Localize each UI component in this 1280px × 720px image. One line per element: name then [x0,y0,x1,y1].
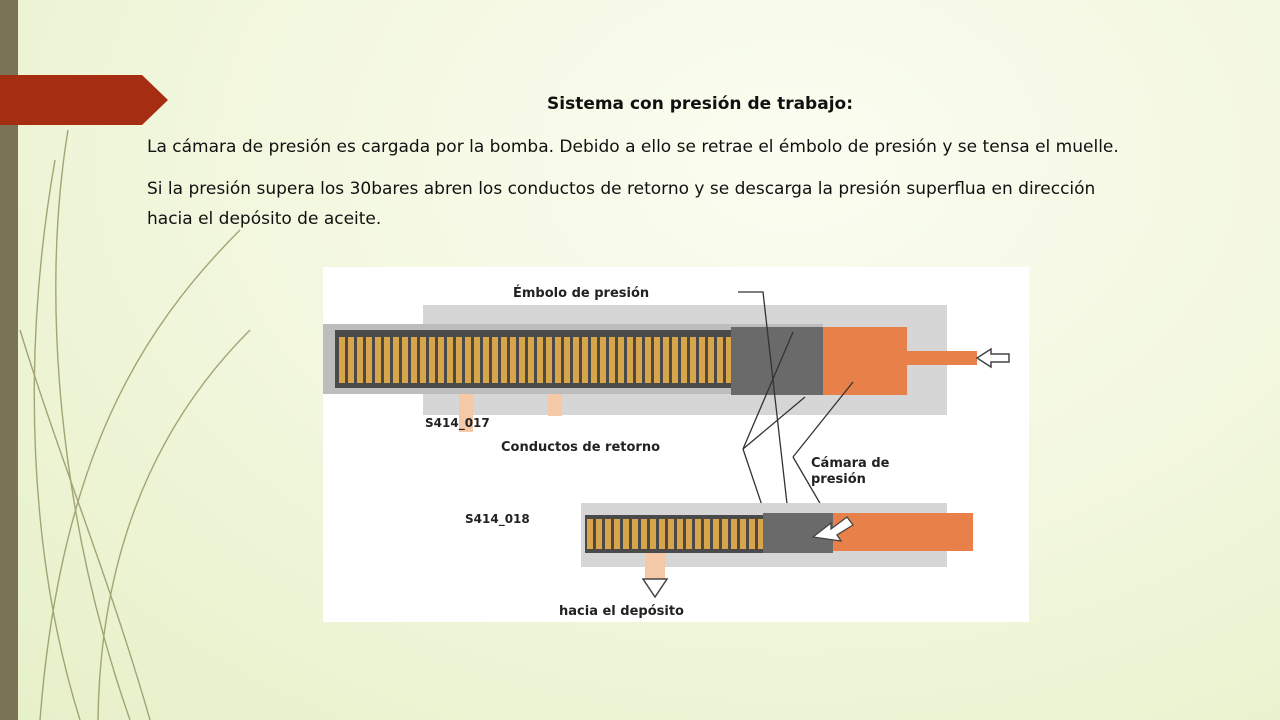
spring-coil [483,337,489,383]
spring-coil [438,337,444,383]
spring-coil [339,337,345,383]
spring-coil [587,519,593,549]
spring-coil [695,519,701,549]
spring-coil [645,337,651,383]
outlet-arrow [641,578,669,599]
upper-pressure-chamber [823,327,907,395]
spring-coil [632,519,638,549]
paragraph-2-line-1: Si la presión supera los 30bares abren l… [147,179,1096,199]
valve-diagram: Émbolo de presión S414_017 Conductos de … [323,267,1029,622]
label-code-2: S414_018 [465,512,530,527]
spring-coil [740,519,746,549]
spring-coil [420,337,426,383]
left-accent-bar [0,0,18,720]
spring-coil [537,337,543,383]
spring-coil [600,337,606,383]
spring-coil [519,337,525,383]
spring-coil [659,519,665,549]
label-camara-1: Cámara de [811,456,890,471]
label-deposito: hacia el depósito [559,604,684,619]
label-camara-2: presión [811,472,866,487]
upper-return-channel [459,394,473,432]
spring-coil [402,337,408,383]
spring-coil [605,519,611,549]
spring-coil [564,337,570,383]
spring-coil [668,519,674,549]
spring-coil [501,337,507,383]
label-code-1: S414_017 [425,416,490,431]
upper-spring-coils [339,337,732,383]
spring-coil [528,337,534,383]
spring-coil [614,519,620,549]
paragraph-2: Si la presión supera los 30bares abren l… [147,174,1237,234]
spring-coil [375,337,381,383]
spring-coil [582,337,588,383]
spring-coil [677,519,683,549]
spring-coil [641,519,647,549]
title-accent-banner [0,75,168,125]
decorative-curves [19,129,251,720]
spring-coil [393,337,399,383]
spring-coil [492,337,498,383]
spring-coil [357,337,363,383]
upper-inlet-channel [907,351,977,365]
spring-coil [731,519,737,549]
paragraph-2-line-2: hacia el depósito de aceite. [147,209,382,229]
lower-spring-coils [587,519,764,549]
lower-pressure-chamber [833,513,973,551]
spring-coil [465,337,471,383]
spring-coil [627,337,633,383]
inlet-arrow [975,347,1010,369]
spring-coil [672,337,678,383]
spring-coil [722,519,728,549]
spring-coil [591,337,597,383]
label-embolo: Émbolo de presión [513,285,649,301]
spring-coil [663,337,669,383]
spring-coil [411,337,417,383]
spring-coil [474,337,480,383]
spring-coil [636,337,642,383]
spring-coil [456,337,462,383]
upper-return-channel-2 [548,394,562,416]
spring-coil [555,337,561,383]
spring-coil [708,337,714,383]
spring-coil [447,337,453,383]
lower-chamber-arrow [811,516,854,542]
spring-coil [690,337,696,383]
spring-coil [681,337,687,383]
spring-coil [609,337,615,383]
spring-coil [704,519,710,549]
spring-coil [654,337,660,383]
spring-coil [596,519,602,549]
spring-coil [758,519,764,549]
spring-coil [726,337,732,383]
upper-piston [731,327,823,395]
spring-coil [573,337,579,383]
spring-coil [510,337,516,383]
spring-coil [429,337,435,383]
label-conductos: Conductos de retorno [501,440,660,455]
spring-coil [623,519,629,549]
spring-coil [749,519,755,549]
spring-coil [618,337,624,383]
spring-coil [348,337,354,383]
spring-coil [686,519,692,549]
spring-coil [546,337,552,383]
paragraph-1: La cámara de presión es cargada por la b… [147,137,1119,157]
spring-coil [699,337,705,383]
lower-outlet-channel [645,553,665,579]
slide-title: Sistema con presión de trabajo: [547,94,853,114]
spring-coil [717,337,723,383]
spring-coil [366,337,372,383]
spring-coil [384,337,390,383]
spring-coil [650,519,656,549]
spring-coil [713,519,719,549]
